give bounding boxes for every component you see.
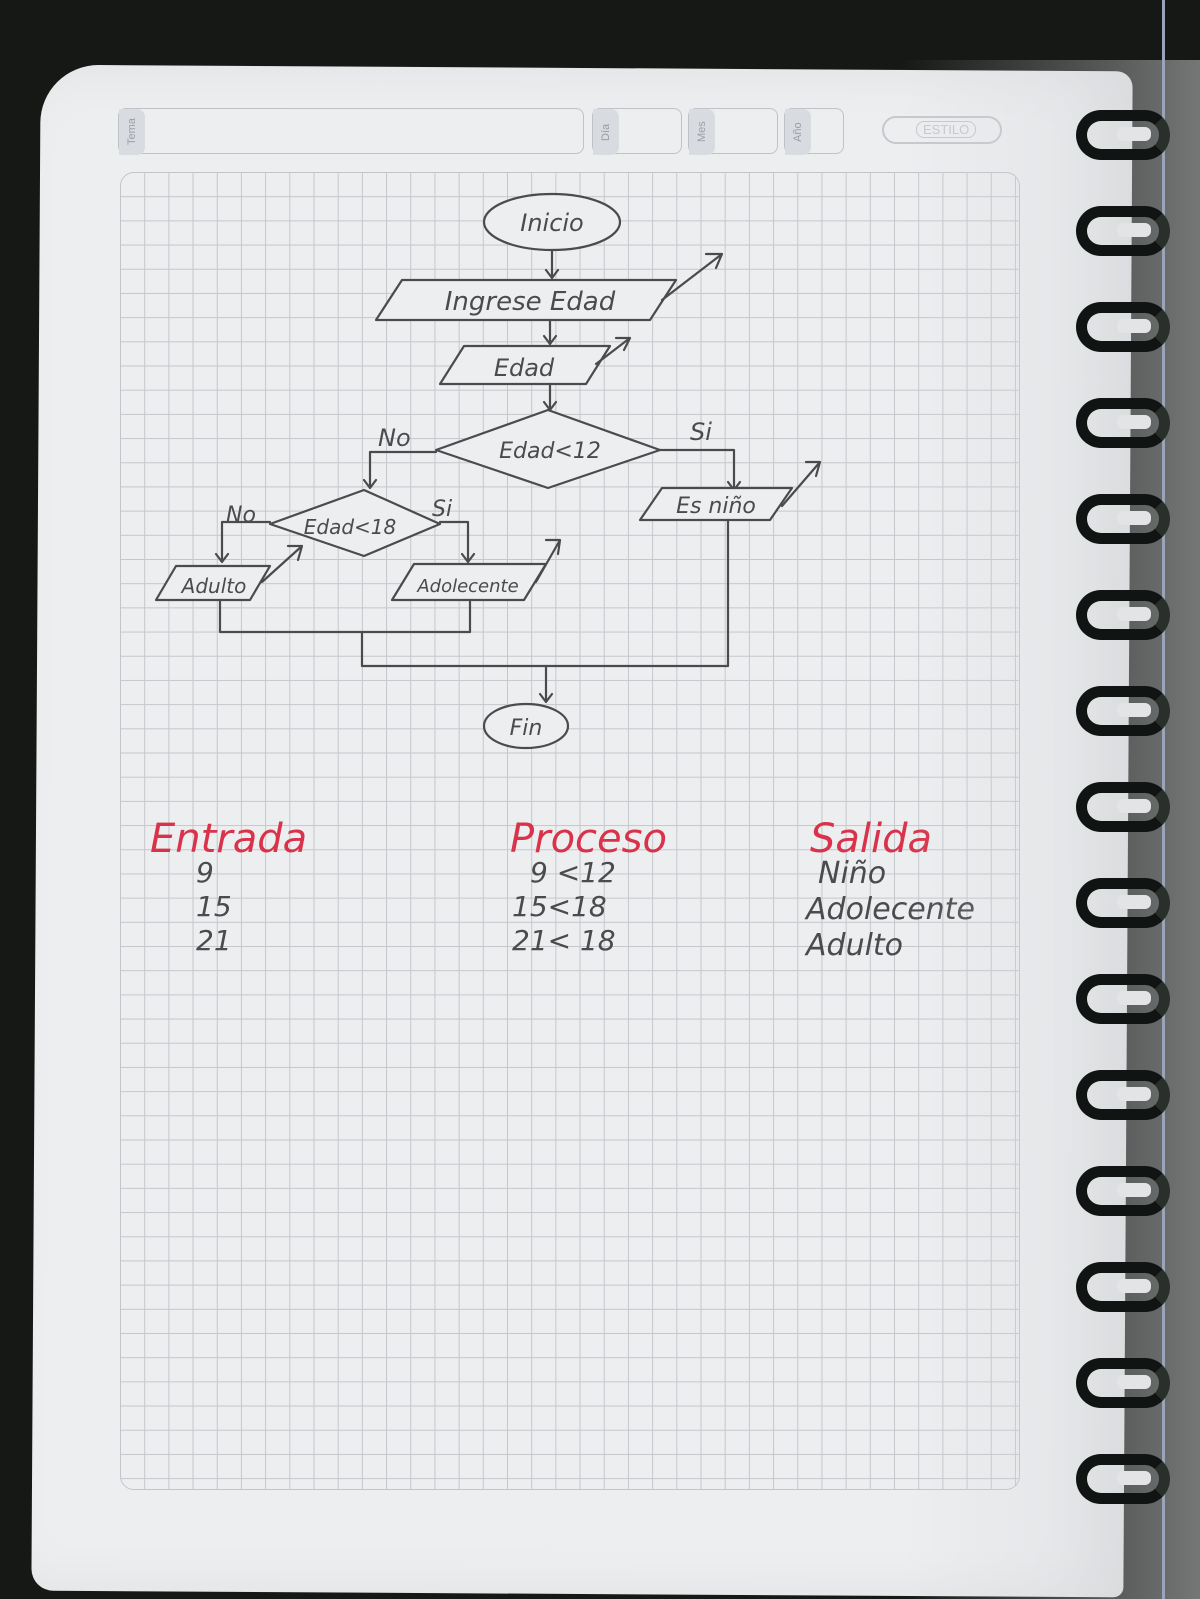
decision-1-yes-label: Si [690,418,712,446]
arrow-yes-child [658,448,742,492]
output-child-label: Es niño [676,494,756,519]
spiral-coil [1076,110,1170,160]
output-child-shape [638,486,794,522]
spiral-coil [1076,590,1170,640]
spiral-coil [1076,686,1170,736]
spiral-coil [1076,974,1170,1024]
entrada-row: 9 [196,856,214,889]
arrow-prompt-var [542,318,558,346]
io-arrow-icon [594,336,632,366]
arrow-start-input [544,248,560,280]
decision-1-label: Edad<12 [499,439,601,464]
spiral-binding [1064,0,1200,1599]
input-var-label: Edad [494,354,555,382]
spiral-coil [1076,1454,1170,1504]
arrow-no-decision2 [362,450,438,490]
io-arrow-icon [780,460,822,508]
spiral-coil [1076,1358,1170,1408]
proceso-column: 9 <12 15<18 21< 18 [512,856,616,958]
arrow-to-end [538,664,554,704]
arrow-yes-teen [438,520,476,564]
proceso-heading: Proceso [510,816,667,862]
spiral-coil [1076,206,1170,256]
spiral-coil [1076,1262,1170,1312]
io-arrow-icon [534,538,562,584]
input-prompt-label: Ingrese Edad [445,287,616,317]
spiral-coil [1076,1166,1170,1216]
spiral-coil [1076,1070,1170,1120]
grid-area [120,172,1020,1490]
input-prompt-shape [374,278,678,322]
spiral-coil [1076,782,1170,832]
salida-row: Niño [818,856,887,891]
proceso-row: 15<18 [512,890,607,923]
io-arrow-icon [660,252,724,302]
entrada-column: 9 15 21 [196,856,232,958]
salida-column: Niño Adolecente Adulto [806,856,975,964]
end-label: Fin [510,716,543,741]
proceso-row: 21< 18 [512,924,616,957]
spiral-coil [1076,878,1170,928]
mes-field: Mes [688,108,778,155]
dia-field: Día [592,108,682,155]
output-teen-label: Adolecente [416,576,518,597]
tema-field: Tema [118,108,584,155]
output-teen-shape [390,562,548,602]
ano-field: Año [784,108,844,155]
salida-row: Adolecente [806,892,975,927]
spiral-coil [1076,302,1170,352]
merge-line-inner [218,598,472,634]
spiral-coil [1076,494,1170,544]
arrow-no-adult [214,520,272,564]
decision-1-no-label: No [378,424,411,452]
decision-1-shape [434,408,662,490]
decision-2-shape [268,488,442,558]
proceso-row: 9 <12 [530,856,616,889]
entrada-row: 15 [196,890,232,923]
input-var-shape [438,344,612,386]
entrada-row: 21 [196,924,232,957]
output-adult-shape [154,564,272,602]
start-label: Inicio [520,209,584,237]
arrow-var-decision [542,382,558,412]
spiral-coil [1076,398,1170,448]
entrada-heading: Entrada [150,816,307,862]
end-terminal [482,702,570,750]
io-arrow-icon [260,544,304,584]
decision-2-yes-label: Si [432,497,452,522]
output-adult-label: Adulto [180,574,247,598]
decision-2-no-label: No [226,503,256,528]
salida-row: Adulto [806,928,904,963]
decision-2-label: Edad<18 [304,515,397,539]
